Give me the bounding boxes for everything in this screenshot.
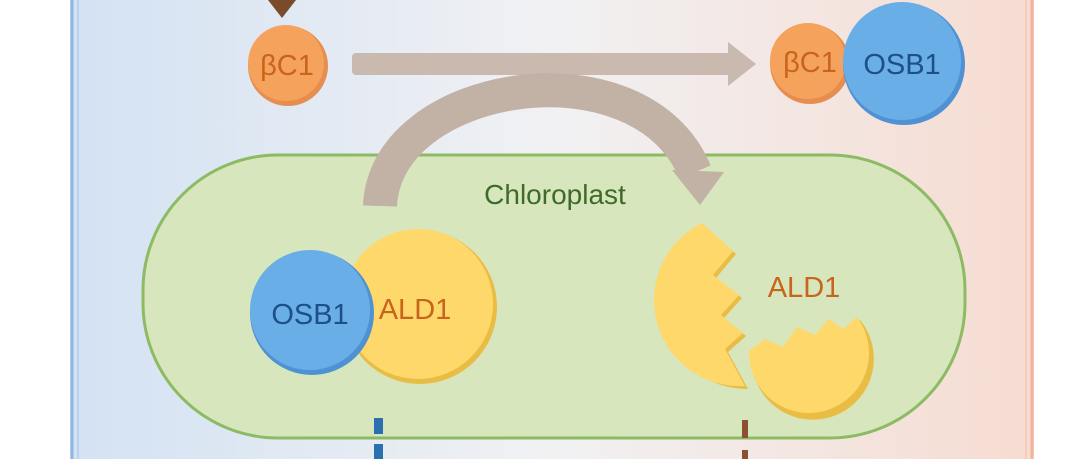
ald1-osb1-complex: OSB1 ALD1 (250, 229, 497, 384)
marker-blue-1 (374, 418, 383, 434)
bc1-free: βC1 (248, 25, 328, 106)
ald1-fragment-small (748, 317, 869, 413)
marker-blue-2 (374, 444, 383, 459)
bc1-osb1-complex: βC1 OSB1 (770, 2, 965, 125)
marker-brown-2 (742, 450, 748, 459)
chloroplast-label: Chloroplast (484, 179, 626, 210)
osb1-bound-bc1-label: OSB1 (863, 49, 940, 81)
bc1-free-label: βC1 (260, 50, 314, 82)
ald1-degraded-label: ALD1 (768, 272, 841, 304)
bc1-bound-label: βC1 (783, 47, 837, 79)
osb1-bound-ald1-label: OSB1 (271, 299, 348, 331)
ald1-fragment-large (654, 223, 745, 387)
ald1-intact-label: ALD1 (379, 294, 452, 326)
ald1-degraded: ALD1 (654, 223, 874, 420)
curved-arrow-shaft (363, 73, 711, 208)
incoming-arrow-tip (268, 0, 296, 18)
binding-arrow-shaft (352, 53, 734, 75)
binding-arrow-head (728, 42, 756, 86)
curved-arrow-head (672, 170, 724, 205)
marker-brown-1 (742, 420, 748, 438)
